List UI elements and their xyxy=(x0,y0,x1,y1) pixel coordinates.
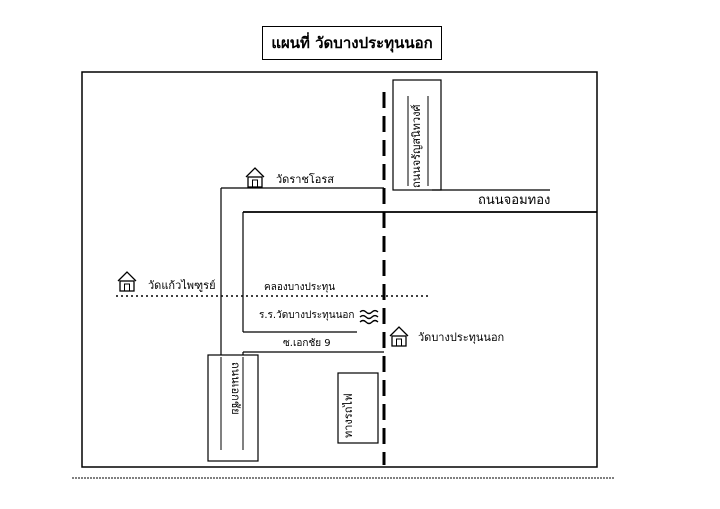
temple-icon xyxy=(389,326,409,347)
soi-ekkachai-label: ซ.เอกชัย 9 xyxy=(283,338,331,349)
temple-icon xyxy=(117,271,137,292)
school-wave-icon xyxy=(359,309,379,325)
wat-kaew-label: วัดแก้วไพฑูรย์ xyxy=(148,279,216,292)
charan-road-box xyxy=(392,79,442,191)
chom-thong-road-label: ถนนจอมทอง xyxy=(478,193,550,208)
railway-label: ทางรถไฟ xyxy=(342,393,355,438)
map-title-text: แผนที่ วัดบางประทุนนอก xyxy=(271,34,433,52)
temple-icon xyxy=(245,167,265,188)
charan-road-label: ถนนจรัญสนิทวงศ์ xyxy=(410,105,423,188)
railway-box xyxy=(337,372,379,444)
ekkachai-road-box xyxy=(207,354,259,462)
wat-ratcharot-label: วัดราชโอรส xyxy=(276,172,334,186)
ekkachai-road-label: ถนนเอกชัย xyxy=(229,362,242,415)
map-title: แผนที่ วัดบางประทุนนอก xyxy=(262,26,442,60)
school-label: ร.ร.วัดบางประทุนนอก xyxy=(259,310,354,321)
wat-bang-prathun-label: วัดบางประทุนนอก xyxy=(418,331,504,344)
canal-label: คลองบางประทุน xyxy=(264,282,335,293)
map-frame xyxy=(81,71,598,468)
